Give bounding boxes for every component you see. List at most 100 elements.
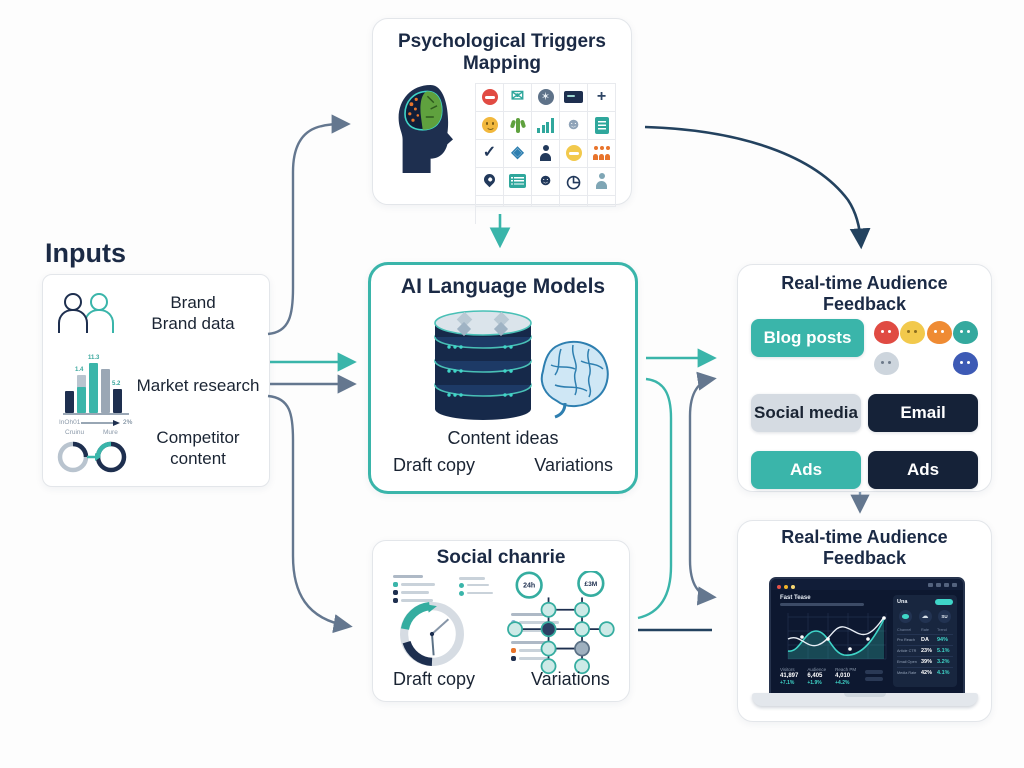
competitor-cycle-icon: InOh01 2% Cruinu Mure [55,419,135,477]
person-icon [588,167,616,196]
stat-ghost-buttons [865,667,884,686]
globe-icon [532,83,560,112]
dashboard-subtitle-line [780,603,864,606]
triggers-icon-grid: ✉+☻✓◈☻◷ [475,82,616,224]
chat-bubble-icon [874,352,899,375]
ai-content-ideas-label: Content ideas [447,428,559,448]
ai-draft-copy-label: Draft copy [393,455,476,475]
minus-circle-icon [560,139,588,168]
inputs-heading: Inputs [45,238,126,268]
social-channels-box: Social chanrie [372,540,630,702]
glyph-icon: ✓ [476,139,504,168]
ai-title: AI Language Models [400,275,606,298]
ads-button-navy[interactable]: Ads [868,451,978,489]
brain-head-icon [398,84,453,173]
arrow-inputs-to-social [267,394,353,634]
curve-ai-to-social [637,377,673,620]
list-icon [504,167,532,196]
arrow-loop-up [688,371,717,470]
ads-button-teal[interactable]: Ads [751,451,861,489]
legend-mid [459,577,503,599]
ai-variations-label: Variations [534,455,613,475]
chat-bubble-icon [900,321,926,344]
empty-cell [476,195,504,207]
clock-icon: ◷ [560,167,588,196]
arrow-loop-down [688,470,717,606]
dashboard-title: Fast Tease [780,595,811,601]
chat-bubble-icon [953,352,978,375]
people-icon [57,291,119,335]
glyph-icon: ✉ [504,83,532,112]
blog-posts-button[interactable]: Blog posts [751,319,864,357]
cactus-icon [504,111,532,140]
svg-text:£3M: £3M [584,581,597,588]
empty-cell [532,195,560,207]
email-button[interactable]: Email [868,394,978,432]
channel-circle-2[interactable]: ☁ [918,610,932,623]
panel-header: Rate [921,628,930,632]
face-icon: ☻ [532,167,560,196]
panel-title: Una [897,599,908,605]
chat-bubble-icon [874,321,899,344]
panel-action-pill[interactable] [935,599,953,605]
glyph-icon: ◈ [504,139,532,168]
glyph-icon: + [588,83,616,112]
channel-circle-3[interactable]: SU [938,610,951,623]
panel-header: Trend [937,628,947,632]
titlebar-icons [928,582,957,587]
panel-header: Channel [897,628,912,632]
social-draft-copy-label: Draft copy [393,669,476,689]
svg-text:24h: 24h [523,583,535,590]
window-controls[interactable] [777,579,798,594]
empty-cell [504,195,532,207]
smiley-icon [476,111,504,140]
laptop-base [752,693,978,706]
doc-icon [588,111,616,140]
variations-network: 24h £3M [507,571,615,675]
chat-bubble-icon [952,321,978,344]
bars-icon [532,111,560,140]
reaction-bubbles [874,319,978,375]
social-title: Social chanrie [436,547,566,568]
channel-circle-1[interactable] [899,610,912,623]
empty-cell [560,195,588,207]
screen-icon [560,83,588,112]
pin-icon [476,167,504,196]
person-icon [532,139,560,168]
minus-circle-icon [476,83,504,112]
social-media-button[interactable]: Social media [751,394,861,432]
ai-models-box: AI Language Models [368,262,638,494]
window-titlebar [771,579,963,590]
social-variations-label: Variations [531,669,610,689]
time-gauge-chart [400,602,464,666]
panel-channel-circles: ☁ SU [897,610,953,623]
face-icon: ☻ [560,111,588,140]
database-brain-icon [434,310,609,420]
input-market-row: 1.4 11.3 5.2 Market research [63,355,261,415]
chat-bubble-icon [926,321,952,344]
legend-left [393,575,445,606]
group-icon [588,139,616,168]
analytics-line-chart [787,613,887,660]
